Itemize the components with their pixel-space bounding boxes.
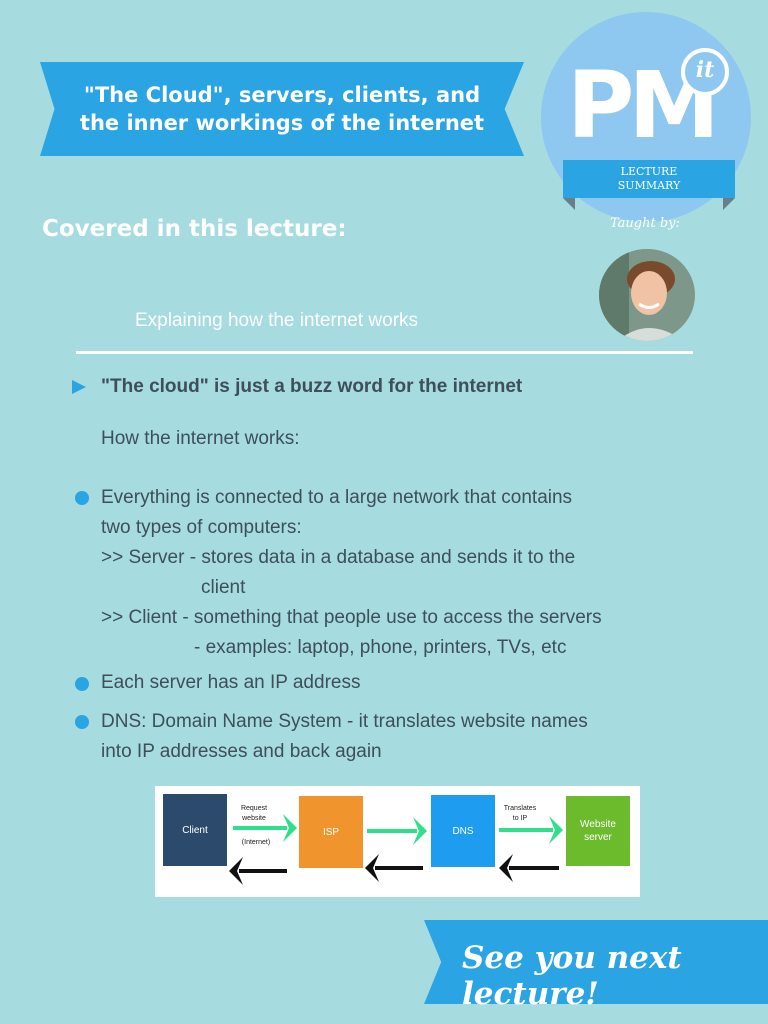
forward-arrow-icon xyxy=(499,816,563,844)
forward-arrow-icon xyxy=(233,814,297,842)
it-logo-icon: it xyxy=(681,48,729,96)
bullet-3-line-1: DNS: Domain Name System - it translates … xyxy=(101,711,588,732)
translates-label: Translates to IP xyxy=(500,804,540,824)
server-line-2: client xyxy=(201,577,246,598)
client-line-1: >> Client - something that people use to… xyxy=(101,607,602,628)
bullet-1-line-1: Everything is connected to a large netwo… xyxy=(101,487,573,508)
bullet-2-text: Each server has an IP address xyxy=(101,672,361,693)
translates-line-2: to IP xyxy=(512,815,528,822)
website-server-line-2: server xyxy=(584,832,612,843)
client-line-2: - examples: laptop, phone, printers, TVs… xyxy=(194,637,567,658)
website-server-line-1: Website xyxy=(580,819,616,830)
bullet-dot-icon xyxy=(75,715,89,729)
client-box: Client xyxy=(163,794,227,866)
diagram-arrows xyxy=(229,814,563,885)
intro-text: How the internet works: xyxy=(101,428,300,449)
ribbon-line-1: LECTURE xyxy=(620,165,678,178)
highlight-text: "The cloud" is just a buzz word for the … xyxy=(101,376,523,397)
title-banner: "The Cloud", servers, clients, and the i… xyxy=(40,62,524,156)
request-line-2: website xyxy=(242,815,266,822)
footer-message: See you next lecture! xyxy=(462,940,682,1012)
divider xyxy=(76,351,693,354)
request-label: Request website xyxy=(233,804,275,824)
back-arrow-icon xyxy=(365,854,423,882)
lecture-title: "The Cloud", servers, clients, and the i… xyxy=(79,83,485,135)
bullet-1-line-2: two types of computers: xyxy=(101,517,302,538)
ribbon-tail-left xyxy=(563,198,575,210)
instructor-avatar xyxy=(599,249,695,341)
lecture-summary-ribbon: LECTURE SUMMARY xyxy=(563,160,735,198)
bullet-dot-icon xyxy=(75,491,89,505)
bullet-dot-icon xyxy=(75,677,89,691)
section-subtitle: Explaining how the internet works xyxy=(135,310,419,331)
instructor-photo-icon xyxy=(599,249,695,341)
arrow-bullet-icon xyxy=(72,380,86,394)
internet-label: (Internet) xyxy=(241,839,271,846)
taught-by-label: Taught by: xyxy=(610,216,680,231)
bullet-3-line-2: into IP addresses and back again xyxy=(101,741,382,762)
back-arrow-icon xyxy=(229,857,287,885)
dns-box: DNS xyxy=(431,795,495,867)
back-arrow-icon xyxy=(499,854,559,882)
request-line-1: Request xyxy=(240,805,268,812)
footer-banner xyxy=(424,920,768,1004)
internet-flow-diagram: Client ISP DNS Website server Request we… xyxy=(155,786,640,897)
forward-arrow-icon xyxy=(367,817,427,845)
website-server-box: Website server xyxy=(566,796,630,866)
translates-line-1: Translates xyxy=(503,805,537,812)
section-heading: Covered in this lecture: xyxy=(42,216,347,242)
server-line-1: >> Server - stores data in a database an… xyxy=(101,547,576,568)
ribbon-tail-right xyxy=(723,198,735,210)
isp-box: ISP xyxy=(299,796,363,868)
ribbon-line-2: SUMMARY xyxy=(617,179,681,192)
